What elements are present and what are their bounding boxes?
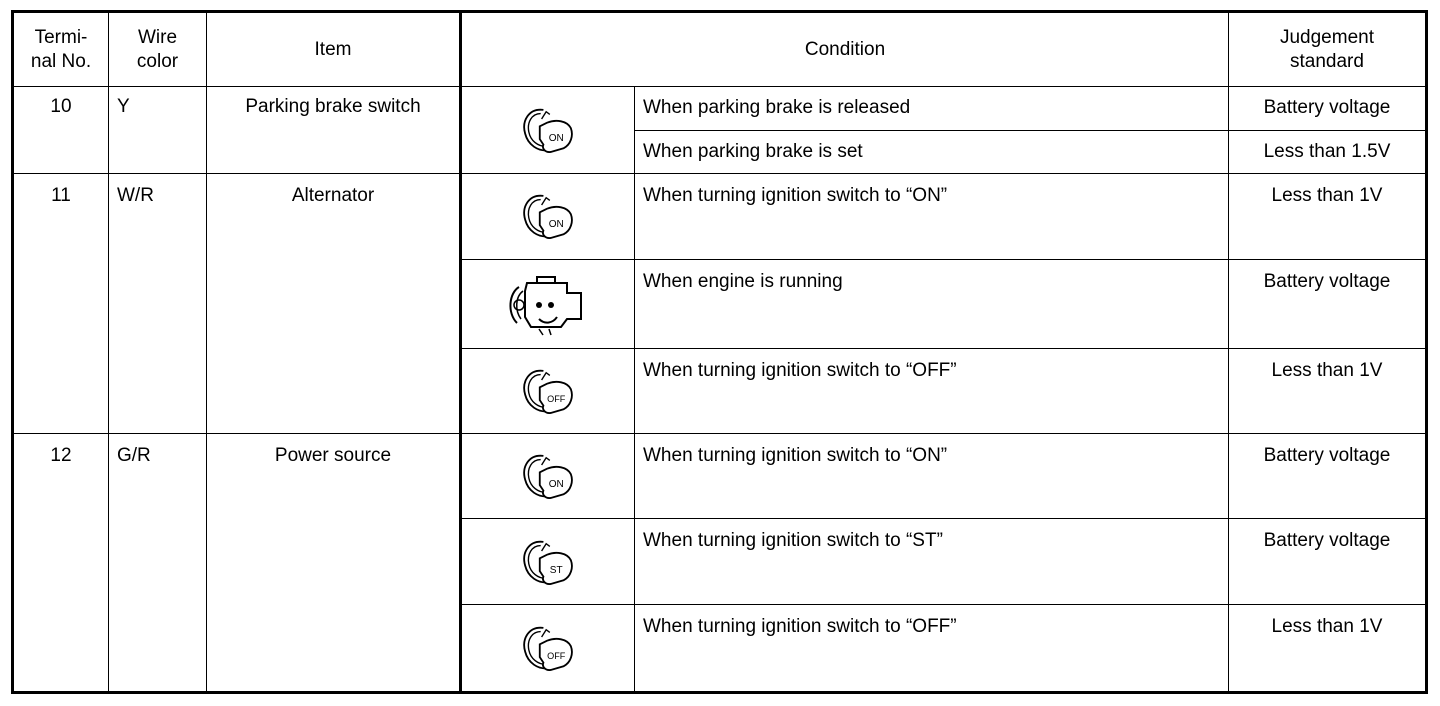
ignition-key-on-icon: ON	[460, 173, 635, 260]
condition-text: When turning ignition switch to “OFF”	[634, 603, 1229, 694]
terminal-no: 12	[12, 433, 109, 693]
table-row: OFF When turning ignition switch to “OFF…	[13, 603, 1427, 694]
ignition-key-off-icon: OFF	[460, 603, 635, 694]
table-row: 10 Y Parking brake switch ON When parkin…	[12, 85, 1427, 175]
ignition-key-on-icon: ON	[460, 433, 635, 520]
table-row: 11 W/R Alternator ON When turning igniti…	[12, 173, 1427, 435]
svg-text:ON: ON	[549, 133, 564, 144]
judgement-value: Battery voltage	[1228, 258, 1427, 349]
header-item: Item	[206, 11, 462, 87]
wire-color: Y	[108, 85, 207, 175]
wire-color: W/R	[108, 173, 207, 435]
svg-text:ON: ON	[549, 479, 564, 490]
ignition-key-on-icon: ON	[516, 102, 580, 158]
table-row: When parking brake is set Less than 1.5V	[13, 129, 1427, 175]
svg-text:ON: ON	[549, 219, 564, 230]
condition-text: When turning ignition switch to “OFF”	[634, 347, 1229, 435]
item-name: Power source	[206, 433, 462, 693]
header-wire-color: Wire color	[108, 11, 207, 87]
ignition-key-off-icon: OFF	[516, 363, 580, 419]
ignition-key-on-icon: ON	[460, 85, 635, 175]
table-row: When engine is running Battery voltage	[13, 258, 1427, 349]
ignition-key-on-icon: ON	[516, 448, 580, 504]
ignition-key-off-icon: OFF	[460, 347, 635, 435]
judgement-value: Battery voltage	[1228, 518, 1427, 605]
condition-text: When parking brake is released	[634, 86, 1229, 131]
terminal-no: 10	[12, 85, 109, 175]
engine-running-icon	[509, 275, 582, 336]
svg-text:OFF: OFF	[547, 651, 566, 661]
svg-text:ST: ST	[550, 564, 563, 575]
condition-text: When turning ignition switch to “ON”	[634, 173, 1229, 260]
judgement-value: Battery voltage	[1228, 86, 1427, 131]
header-condition: Condition	[460, 11, 1229, 87]
ignition-key-st-icon: ST	[516, 534, 580, 590]
judgement-value: Less than 1V	[1228, 173, 1427, 260]
svg-text:OFF: OFF	[547, 394, 566, 404]
judgement-value: Battery voltage	[1228, 433, 1427, 520]
condition-text: When turning ignition switch to “ON”	[634, 433, 1229, 520]
ignition-key-off-icon: OFF	[516, 620, 580, 676]
engine-running-icon	[460, 258, 635, 349]
condition-text: When turning ignition switch to “ST”	[634, 518, 1229, 605]
ignition-key-st-icon: ST	[460, 518, 635, 605]
wire-color: G/R	[108, 433, 207, 693]
judgement-value: Less than 1.5V	[1228, 129, 1427, 175]
header-judgement-standard: Judgement standard	[1228, 11, 1427, 87]
item-name: Alternator	[206, 173, 462, 435]
table-row: 12 G/R Power source ON When turning igni…	[12, 433, 1427, 693]
terminal-no: 11	[12, 173, 109, 435]
item-name: Parking brake switch	[206, 85, 462, 175]
judgement-value: Less than 1V	[1228, 603, 1427, 694]
judgement-value: Less than 1V	[1228, 347, 1427, 435]
header-row: Termi- nal No. Wire color Item Condition…	[12, 11, 1427, 87]
ignition-key-on-icon: ON	[516, 188, 580, 244]
table-row: ST When turning ignition switch to “ST” …	[13, 518, 1427, 605]
condition-text: When engine is running	[634, 258, 1229, 349]
condition-text: When parking brake is set	[634, 129, 1229, 175]
connector-inspection-table: Termi- nal No. Wire color Item Condition…	[11, 10, 1428, 694]
table-row: OFF When turning ignition switch to “OFF…	[13, 347, 1427, 435]
header-terminal-no: Termi- nal No.	[12, 11, 109, 87]
